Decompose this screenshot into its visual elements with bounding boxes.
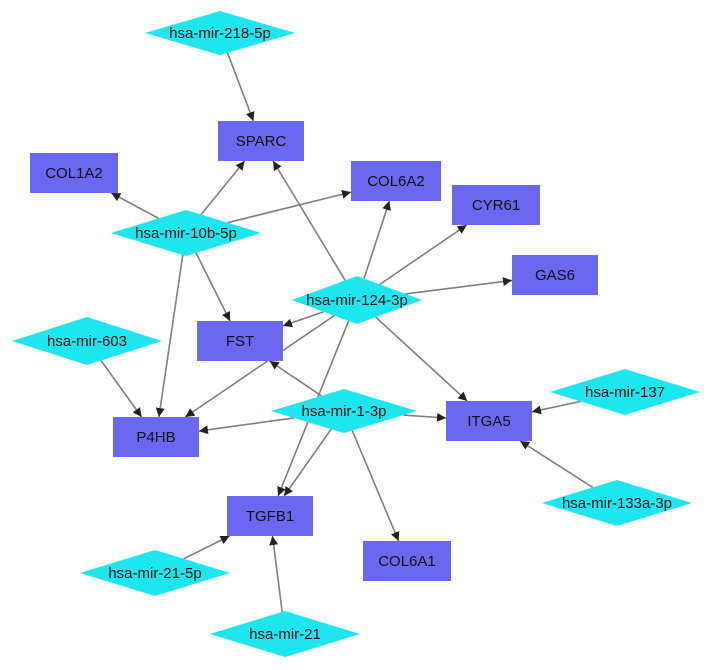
edge-mir133a-to-itga5 (519, 440, 594, 489)
edge-mir124-to-fst (282, 310, 324, 328)
edge-mir10b-to-fst (195, 252, 231, 322)
node-label: hsa-mir-133a-3p (562, 495, 672, 512)
edge-mir124-to-col6a2 (363, 200, 391, 279)
mirna-diamond (210, 611, 360, 657)
edge-mir124-to-itga5 (375, 316, 468, 402)
mirna-node-mir1[interactable]: hsa-mir-1-3p (271, 389, 417, 433)
gene-node-itga5[interactable]: ITGA5 (446, 401, 532, 441)
edge-mir10b-to-p4hb (155, 254, 184, 418)
node-label: COL6A2 (367, 173, 425, 190)
edge-mir124-to-p4hb (184, 314, 335, 418)
edge-mir137-to-itga5 (531, 400, 581, 415)
mirna-node-mir21_5p[interactable]: hsa-mir-21-5p (80, 550, 230, 596)
mirna-node-mir603[interactable]: hsa-mir-603 (12, 317, 162, 365)
gene-box (218, 121, 304, 161)
gene-box (30, 153, 118, 193)
node-label: ITGA5 (467, 413, 510, 430)
node-label: hsa-mir-1-3p (301, 403, 386, 420)
node-label: hsa-mir-124-3p (306, 292, 408, 309)
edge-mir1-to-fst (269, 360, 322, 397)
edge-mir10b-to-col6a2 (227, 189, 352, 224)
mirna-node-mir21[interactable]: hsa-mir-21 (210, 611, 360, 657)
gene-node-fst[interactable]: FST (197, 321, 283, 361)
edge-mir218-to-sparc (226, 52, 255, 122)
node-label: hsa-mir-21-5p (108, 565, 201, 582)
gene-node-p4hb[interactable]: P4HB (113, 417, 199, 457)
gene-box (227, 496, 313, 536)
node-label: TGFB1 (246, 508, 294, 525)
node-label: COL6A1 (378, 553, 436, 570)
node-label: P4HB (136, 429, 175, 446)
edge-mir1-to-col6a1 (351, 430, 400, 542)
node-label: CYR61 (472, 197, 520, 214)
gene-node-gas6[interactable]: GAS6 (512, 255, 598, 295)
edge-mir603-to-p4hb (100, 360, 143, 418)
edge-mir10b-to-col1a2 (110, 192, 160, 220)
node-label: COL1A2 (45, 165, 103, 182)
gene-box (197, 321, 283, 361)
edge-mir10b-to-sparc (200, 160, 246, 216)
mirna-diamond (542, 480, 692, 526)
mirna-node-mir10b[interactable]: hsa-mir-10b-5p (111, 210, 261, 256)
gene-node-cyr61[interactable]: CYR61 (452, 185, 540, 225)
edge-mir21_5p-to-tgfb1 (183, 535, 230, 560)
gene-node-tgfb1[interactable]: TGFB1 (227, 496, 313, 536)
edge-mir124-to-gas6 (405, 277, 513, 295)
gene-box (512, 255, 598, 295)
mirna-diamond (145, 11, 295, 55)
gene-node-col1a2[interactable]: COL1A2 (30, 153, 118, 193)
edge-mir124-to-sparc (272, 160, 346, 281)
mirna-diamond (111, 210, 261, 256)
edge-mir1-to-tgfb1 (283, 428, 332, 497)
node-label: GAS6 (535, 267, 575, 284)
node-label: hsa-mir-218-5p (169, 25, 271, 42)
gene-box (446, 401, 532, 441)
node-label: hsa-mir-603 (47, 333, 127, 350)
gene-box (363, 541, 451, 581)
mirna-diamond (550, 369, 700, 415)
edge-layer (100, 52, 594, 613)
mirna-diamond (12, 317, 162, 365)
gene-box (452, 185, 540, 225)
mirna-node-mir133a[interactable]: hsa-mir-133a-3p (542, 480, 692, 526)
mirna-node-mir137[interactable]: hsa-mir-137 (550, 369, 700, 415)
edge-mir1-to-itga5 (403, 412, 447, 422)
edge-mir124-to-cyr61 (379, 224, 468, 286)
edge-mir21-to-tgfb1 (269, 535, 283, 613)
mirna-node-mir218[interactable]: hsa-mir-218-5p (145, 11, 295, 55)
mirna-diamond (271, 389, 417, 433)
gene-box (351, 161, 441, 201)
mirna-node-mir124[interactable]: hsa-mir-124-3p (292, 276, 422, 324)
node-label: hsa-mir-21 (249, 626, 321, 643)
mirna-diamond (80, 550, 230, 596)
node-label: SPARC (236, 133, 287, 150)
gene-node-col6a1[interactable]: COL6A1 (363, 541, 451, 581)
node-label: FST (226, 333, 254, 350)
gene-node-col6a2[interactable]: COL6A2 (351, 161, 441, 201)
gene-box (113, 417, 199, 457)
node-label: hsa-mir-137 (585, 384, 665, 401)
edge-mir1-to-p4hb (198, 417, 295, 435)
node-label: hsa-mir-10b-5p (135, 225, 237, 242)
mirna-diamond (292, 276, 422, 324)
gene-node-sparc[interactable]: SPARC (218, 121, 304, 161)
